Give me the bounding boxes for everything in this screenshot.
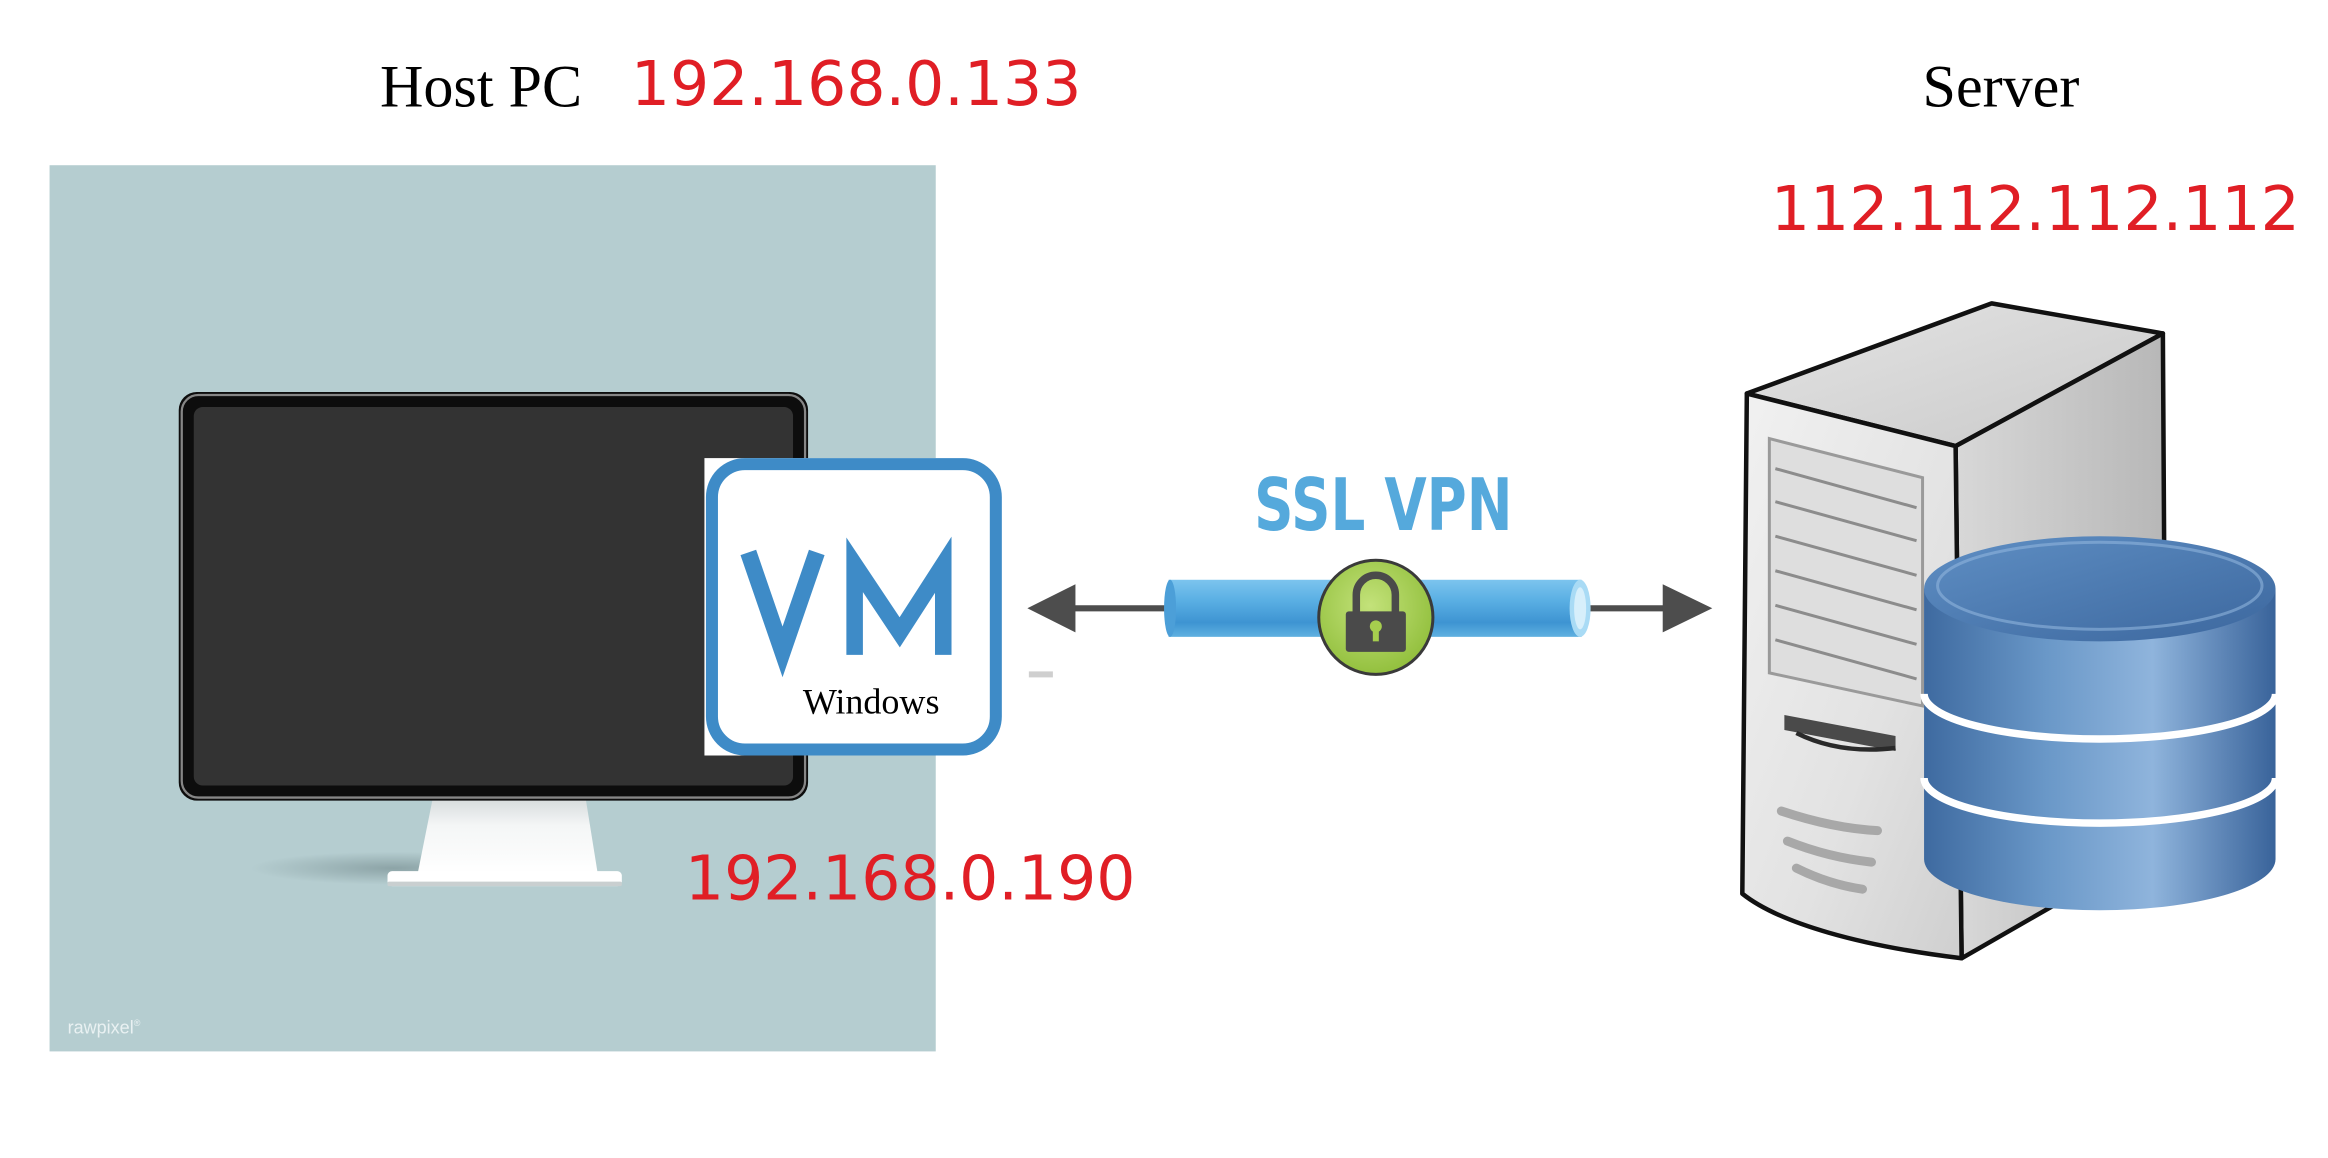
- connector-dash: [1028, 671, 1053, 678]
- monitor-stand-neck: [417, 799, 598, 875]
- right-arrowhead-icon: [1662, 584, 1713, 633]
- watermark-text: rawpixel: [67, 1016, 134, 1038]
- database-top: [1924, 536, 2276, 642]
- vm-letter-m: [846, 536, 952, 655]
- server-drive-bay: [1774, 638, 1917, 681]
- vm-os-label: Windows: [803, 681, 940, 721]
- server-drive-bay: [1774, 603, 1917, 646]
- server-label: Server: [1922, 52, 2080, 121]
- vm-ip: 192.168.0.190: [684, 842, 1136, 915]
- database-top-highlight: [1936, 540, 2264, 631]
- server-vent: [1782, 836, 1876, 867]
- server-drive-bay: [1774, 467, 1917, 510]
- padlock-keyhole-slot: [1372, 627, 1379, 642]
- database-body: [1924, 588, 2276, 911]
- database-separator: [1920, 777, 2280, 827]
- vpn-label: SSL VPN: [1254, 464, 1512, 548]
- database-separator: [1920, 693, 2280, 743]
- server-drive-bay: [1774, 500, 1917, 543]
- server-vent: [1776, 806, 1883, 836]
- watermark-mark: ®: [133, 1019, 141, 1029]
- server-ip: 112.112.112.112: [1770, 172, 2300, 245]
- server-vent: [1791, 863, 1867, 894]
- vpn-tunnel-right-cap-inner: [1574, 587, 1587, 630]
- host-pc-ip: 192.168.0.133: [630, 48, 1082, 121]
- padlock-shackle-icon: [1352, 571, 1400, 615]
- vm-letter-v: [740, 549, 825, 678]
- server-drive-panel: [1767, 436, 1925, 708]
- server-drive-bay: [1774, 569, 1917, 612]
- server-slot-lip: [1795, 730, 1896, 752]
- database-icon: [1920, 536, 2280, 911]
- monitor-screen: [193, 407, 794, 786]
- server-drive-bay: [1774, 534, 1917, 577]
- host-pc-label: Host PC: [380, 52, 583, 121]
- rawpixel-watermark: rawpixel®: [68, 1017, 141, 1038]
- vpn-tunnel-left-cap: [1164, 579, 1177, 637]
- server-slot: [1784, 714, 1896, 751]
- monitor-stand-base-edge: [387, 881, 622, 887]
- left-arrowhead-icon: [1027, 584, 1076, 633]
